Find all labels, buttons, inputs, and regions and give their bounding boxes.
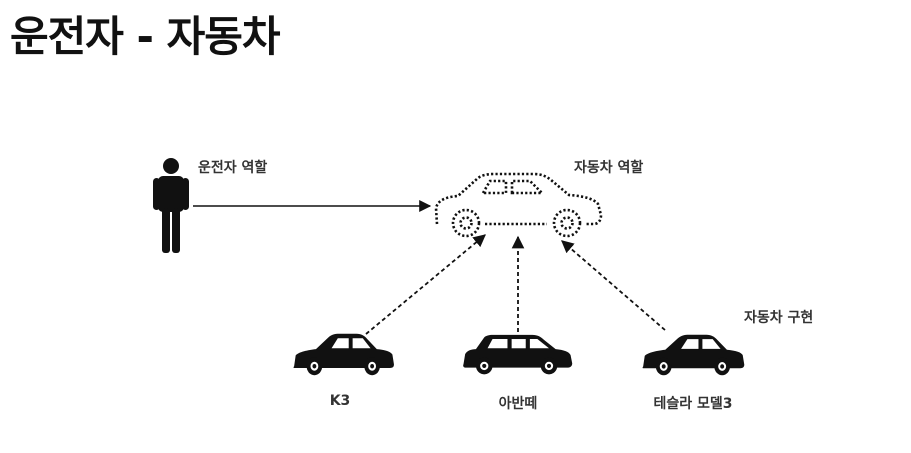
tesla-to-car-arrow <box>561 240 666 331</box>
car-label-tesla: 테슬라 모델3 <box>653 396 733 412</box>
driver-role-label: 운전자 역할 <box>198 160 268 176</box>
person-icon <box>153 158 189 253</box>
avante-car-icon <box>463 334 573 375</box>
car-role-icon <box>434 172 603 238</box>
car-label-k3: K3 <box>329 393 351 409</box>
car-impl-label: 자동차 구현 <box>744 310 814 326</box>
page-title: 운전자 - 자동차 <box>10 12 281 61</box>
car-role-label: 자동차 역할 <box>574 160 644 176</box>
tesla-car-icon <box>642 334 745 376</box>
car-label-avante: 아반떼 <box>498 396 538 412</box>
k3-to-car-arrow <box>365 234 486 335</box>
k3-car-icon <box>293 333 394 376</box>
